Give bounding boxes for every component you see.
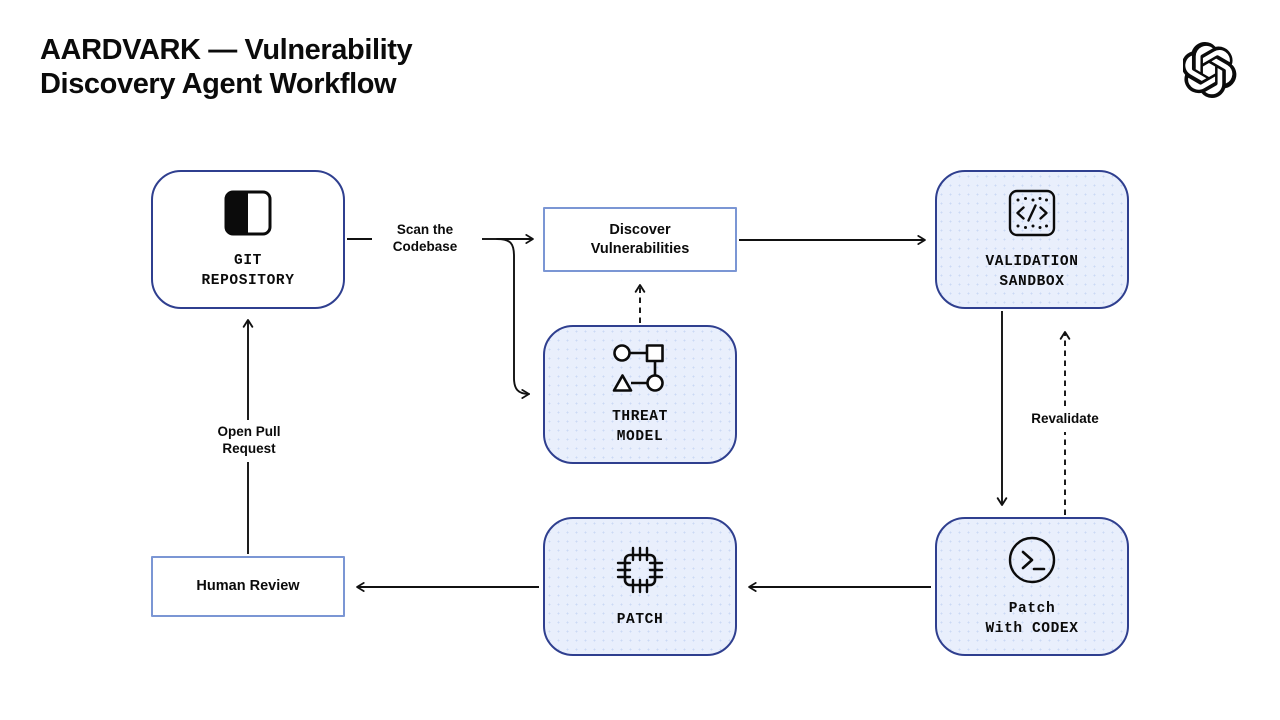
terminal-prompt-icon — [1006, 534, 1058, 591]
edge-label-revalidate: Revalidate — [1031, 411, 1099, 426]
threat-model-graph-icon — [612, 342, 668, 399]
node-label-human-review: Human Review — [196, 578, 300, 595]
node-git-repository[interactable]: GIT REPOSITORY — [151, 170, 345, 309]
node-patch[interactable]: PATCH — [543, 517, 737, 656]
code-brackets-sandbox-icon — [1006, 187, 1058, 244]
node-label-threat-model: THREAT MODEL — [612, 409, 668, 445]
node-patch-with-codex[interactable]: Patch With CODEX — [935, 517, 1129, 656]
node-label-patch-with-codex: Patch With CODEX — [985, 601, 1079, 637]
node-label-patch: PATCH — [616, 611, 664, 628]
openai-logo-icon — [1181, 41, 1239, 99]
node-human-review[interactable]: Human Review — [151, 556, 345, 617]
page-title: AARDVARK — Vulnerability Discovery Agent… — [40, 34, 413, 101]
node-threat-model[interactable]: THREAT MODEL — [543, 325, 737, 464]
node-label-validation-sandbox: VALIDATION SANDBOX — [985, 254, 1079, 290]
node-label-discover-vulnerabilities: Discover Vulnerabilities — [590, 221, 690, 257]
node-discover-vulnerabilities[interactable]: Discover Vulnerabilities — [543, 207, 737, 272]
node-label-git-repository: GIT REPOSITORY — [201, 253, 295, 289]
edge-label-scan-codebase: Scan the Codebase — [392, 222, 458, 254]
node-validation-sandbox[interactable]: VALIDATION SANDBOX — [935, 170, 1129, 309]
edge-scan-codebase — [347, 234, 534, 399]
cpu-chip-icon — [613, 543, 667, 602]
edge-label-open-pull-request: Open Pull Request — [217, 424, 281, 456]
git-repository-icon — [223, 188, 273, 243]
